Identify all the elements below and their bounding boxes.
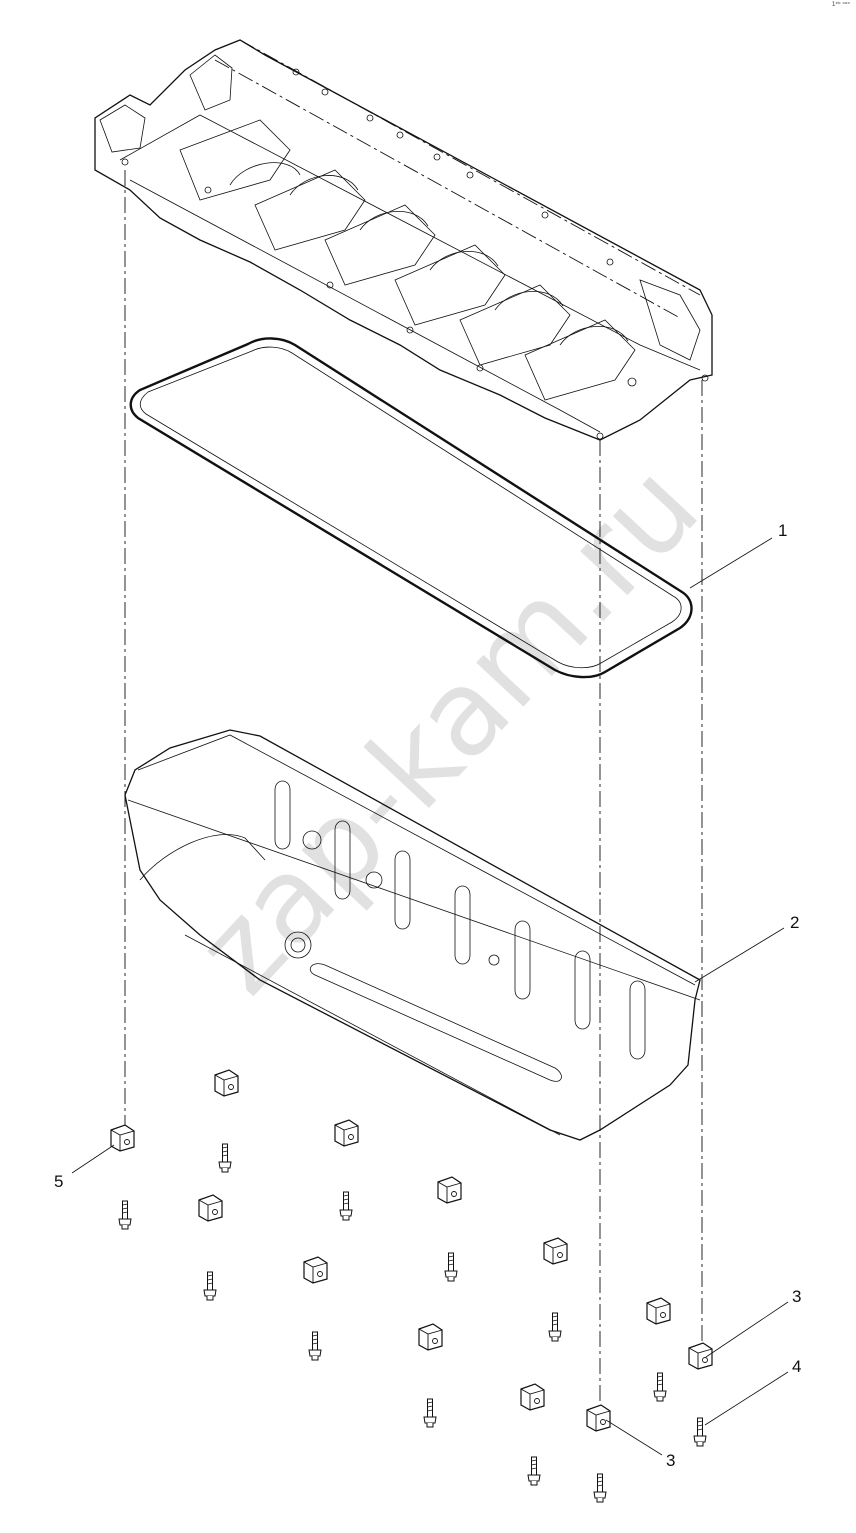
clamp-drawing (334, 1119, 359, 1147)
clamp-drawing (520, 1383, 545, 1411)
watermark-text: zap-kam.ru (170, 438, 725, 1019)
clamp-drawing (688, 1342, 713, 1370)
clamp-drawing (543, 1237, 568, 1265)
bolt-drawing (308, 1331, 322, 1361)
clamp-drawing (303, 1256, 328, 1284)
bolt-drawing (423, 1398, 437, 1428)
bolt-drawing (444, 1252, 458, 1282)
clamp-drawing (646, 1297, 671, 1325)
drawing-code: 1ᵉᵇ ᵒᵒᵒ (831, 1, 850, 8)
oil-pan-drawing (124, 729, 701, 1141)
callout-3-lower: 3 (666, 1451, 675, 1470)
bolt-drawing (653, 1372, 667, 1402)
clamp-drawing (437, 1176, 462, 1204)
callout-3-upper: 3 (792, 1287, 801, 1306)
clamp-drawing (110, 1124, 135, 1152)
assembly-centerlines (124, 170, 703, 1405)
callout-4: 4 (792, 1357, 801, 1376)
bolt-drawing (548, 1312, 562, 1342)
gasket-drawing (129, 337, 693, 679)
bolt-drawing (693, 1417, 707, 1447)
clamp-drawing (214, 1069, 239, 1097)
callouts: 1 2 3 3 4 5 (54, 521, 801, 1470)
bolt-drawing (203, 1271, 217, 1301)
bolt-drawing (593, 1473, 607, 1503)
bolt-drawing (118, 1200, 132, 1230)
clamp-drawing (586, 1404, 611, 1432)
bolt-group (118, 1143, 707, 1503)
callout-2: 2 (790, 913, 799, 932)
clamp-drawing (418, 1323, 443, 1351)
clamp-drawing (198, 1194, 223, 1222)
callout-1: 1 (778, 521, 787, 540)
cylinder-block-drawing (94, 39, 713, 441)
bolt-drawing (527, 1456, 541, 1486)
clamp-group (110, 1069, 713, 1432)
bolt-drawing (218, 1143, 232, 1173)
bolt-drawing (339, 1191, 353, 1221)
callout-5: 5 (54, 1172, 63, 1191)
